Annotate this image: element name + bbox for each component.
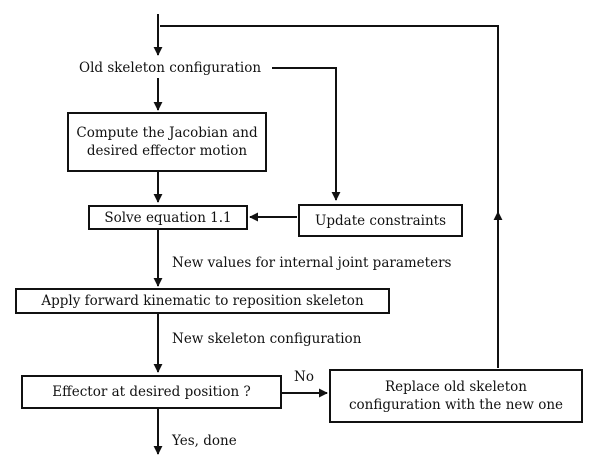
node-compute-jacobian: Compute the Jacobian and desired effecto… [67, 112, 267, 172]
edge-label-yes-done: Yes, done [172, 433, 237, 449]
node-effector-check: Effector at desired position ? [21, 375, 282, 409]
edge-label-no: No [294, 369, 314, 385]
loop-back-line [160, 25, 499, 212]
edge-label-new-values: New values for internal joint parameters [172, 255, 452, 271]
edge-label-new-config: New skeleton configuration [172, 331, 362, 347]
node-update-constraints: Update constraints [298, 204, 463, 237]
node-apply-forward-kinematic: Apply forward kinematic to reposition sk… [15, 288, 390, 314]
node-replace-configuration: Replace old skeleton configuration with … [329, 369, 583, 423]
node-solve-equation: Solve equation 1.1 [88, 205, 248, 230]
arrow-start-to-update [272, 67, 341, 201]
start-label: Old skeleton configuration [79, 60, 262, 76]
